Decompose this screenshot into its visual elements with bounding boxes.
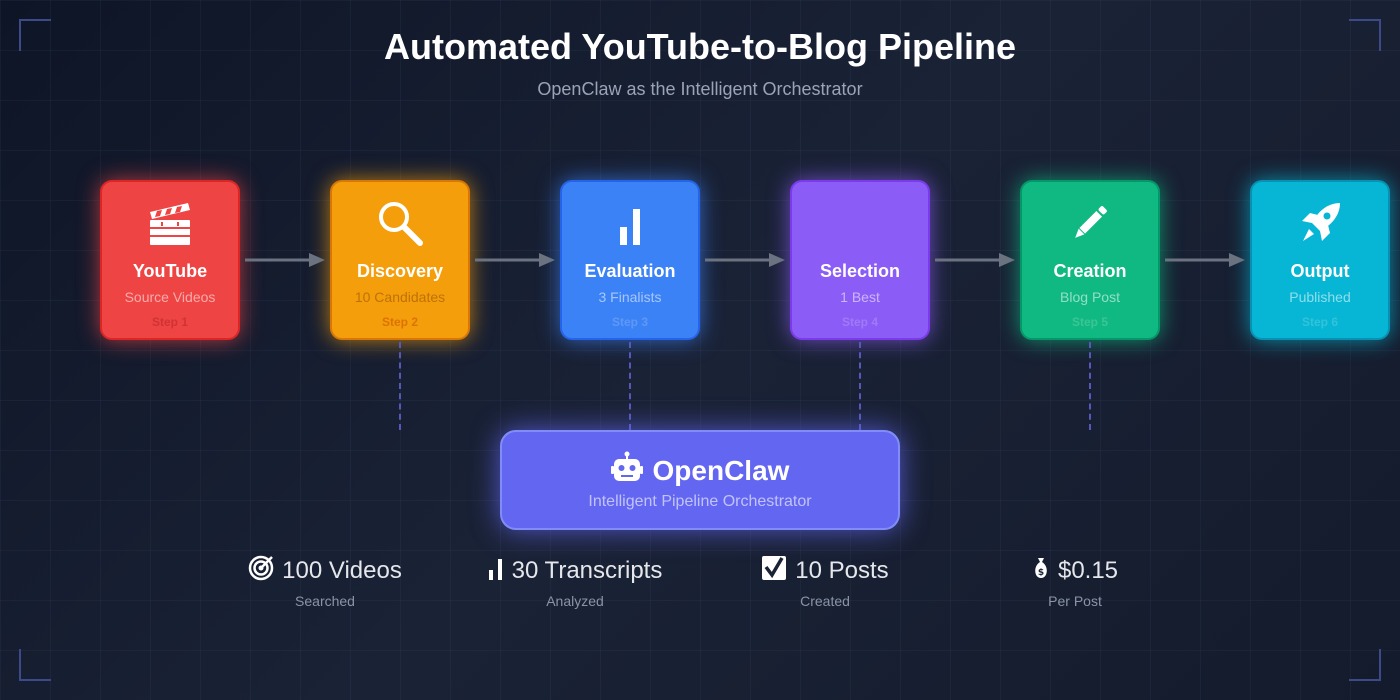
rocket-icon xyxy=(1252,198,1388,248)
robot-icon xyxy=(610,451,643,490)
flow-arrow xyxy=(245,253,325,267)
pencil-icon xyxy=(1022,198,1158,248)
stage-step: Step 5 xyxy=(1071,315,1108,329)
stage-evaluation: Evaluation 3 Finalists Step 3 xyxy=(560,180,700,340)
orchestrator-connector xyxy=(399,342,401,430)
stat-value: 100 Videos xyxy=(282,557,402,584)
stat-value: 30 Transcripts xyxy=(511,557,663,584)
stat-label: Searched xyxy=(295,593,355,609)
bar-chart-icon xyxy=(562,198,698,248)
stage-creation: Creation Blog Post Step 5 xyxy=(1020,180,1160,340)
stage-name: Selection xyxy=(819,261,901,281)
orchestrator-name: OpenClaw xyxy=(652,454,790,486)
flow-arrow xyxy=(1165,253,1245,267)
stat-posts: 10 Posts Created xyxy=(700,555,950,609)
clapperboard-icon xyxy=(102,198,238,248)
stage-description: Blog Post xyxy=(1060,289,1120,305)
page-title: Automated YouTube-to-Blog Pipeline xyxy=(384,26,1016,67)
orchestrator-connector xyxy=(1089,342,1091,430)
stage-step: Step 4 xyxy=(841,315,878,329)
stat-transcripts: 30 Transcripts Analyzed xyxy=(450,556,700,609)
stage-description: Published xyxy=(1289,289,1351,305)
flow-arrow xyxy=(705,253,785,267)
stat-label: Per Post xyxy=(1048,593,1102,609)
flow-arrow xyxy=(475,253,555,267)
stat-value: 10 Posts xyxy=(795,557,889,584)
target-icon xyxy=(248,555,274,588)
stage-description: 3 Finalists xyxy=(598,289,662,305)
orchestrator-connector xyxy=(859,342,861,430)
stage-discovery: Discovery 10 Candidates Step 2 xyxy=(330,180,470,340)
stage-output: Output Published Step 6 xyxy=(1250,180,1390,340)
stat-value: $0.15 xyxy=(1057,557,1119,584)
stat-cost: $ $0.15 Per Post xyxy=(950,556,1200,609)
stage-description: 1 Best xyxy=(840,289,880,305)
stat-videos: 100 Videos Searched xyxy=(200,555,450,609)
stat-label: Created xyxy=(800,593,850,609)
orchestrator-description: Intelligent Pipeline Orchestrator xyxy=(588,493,812,510)
stage-name: YouTube xyxy=(132,261,208,281)
svg-text:$: $ xyxy=(1038,568,1044,578)
stage-step: Step 3 xyxy=(611,315,648,329)
stage-name: Creation xyxy=(1053,261,1127,281)
stage-description: 10 Candidates xyxy=(354,289,446,305)
corner-bracket-bottom-right xyxy=(1349,649,1381,681)
orchestrator-box: OpenClaw Intelligent Pipeline Orchestrat… xyxy=(500,430,900,530)
stage-name: Discovery xyxy=(356,261,444,281)
stage-name: Output xyxy=(1290,261,1350,281)
stage-step: Step 2 xyxy=(381,315,418,329)
stage-step: Step 1 xyxy=(151,315,188,329)
corner-bracket-top-left xyxy=(19,19,51,51)
flow-arrow xyxy=(935,253,1015,267)
stage-step: Step 6 xyxy=(1301,315,1338,329)
stage-youtube: YouTube Source Videos Step 1 xyxy=(100,180,240,340)
checkbox-icon xyxy=(761,555,787,588)
bar-chart-icon xyxy=(488,556,504,587)
magnifier-icon xyxy=(332,198,468,248)
stage-name: Evaluation xyxy=(584,261,676,281)
stage-selection: Selection 1 Best Step 4 xyxy=(790,180,930,340)
orchestrator-connector xyxy=(629,342,631,430)
corner-bracket-bottom-left xyxy=(19,649,51,681)
stat-label: Analyzed xyxy=(546,593,604,609)
corner-bracket-top-right xyxy=(1349,19,1381,51)
money-bag-icon: $ xyxy=(1032,556,1050,587)
stage-description: Source Videos xyxy=(124,289,216,305)
page-subtitle: OpenClaw as the Intelligent Orchestrator xyxy=(537,79,863,99)
empty-icon-slot xyxy=(792,198,928,248)
